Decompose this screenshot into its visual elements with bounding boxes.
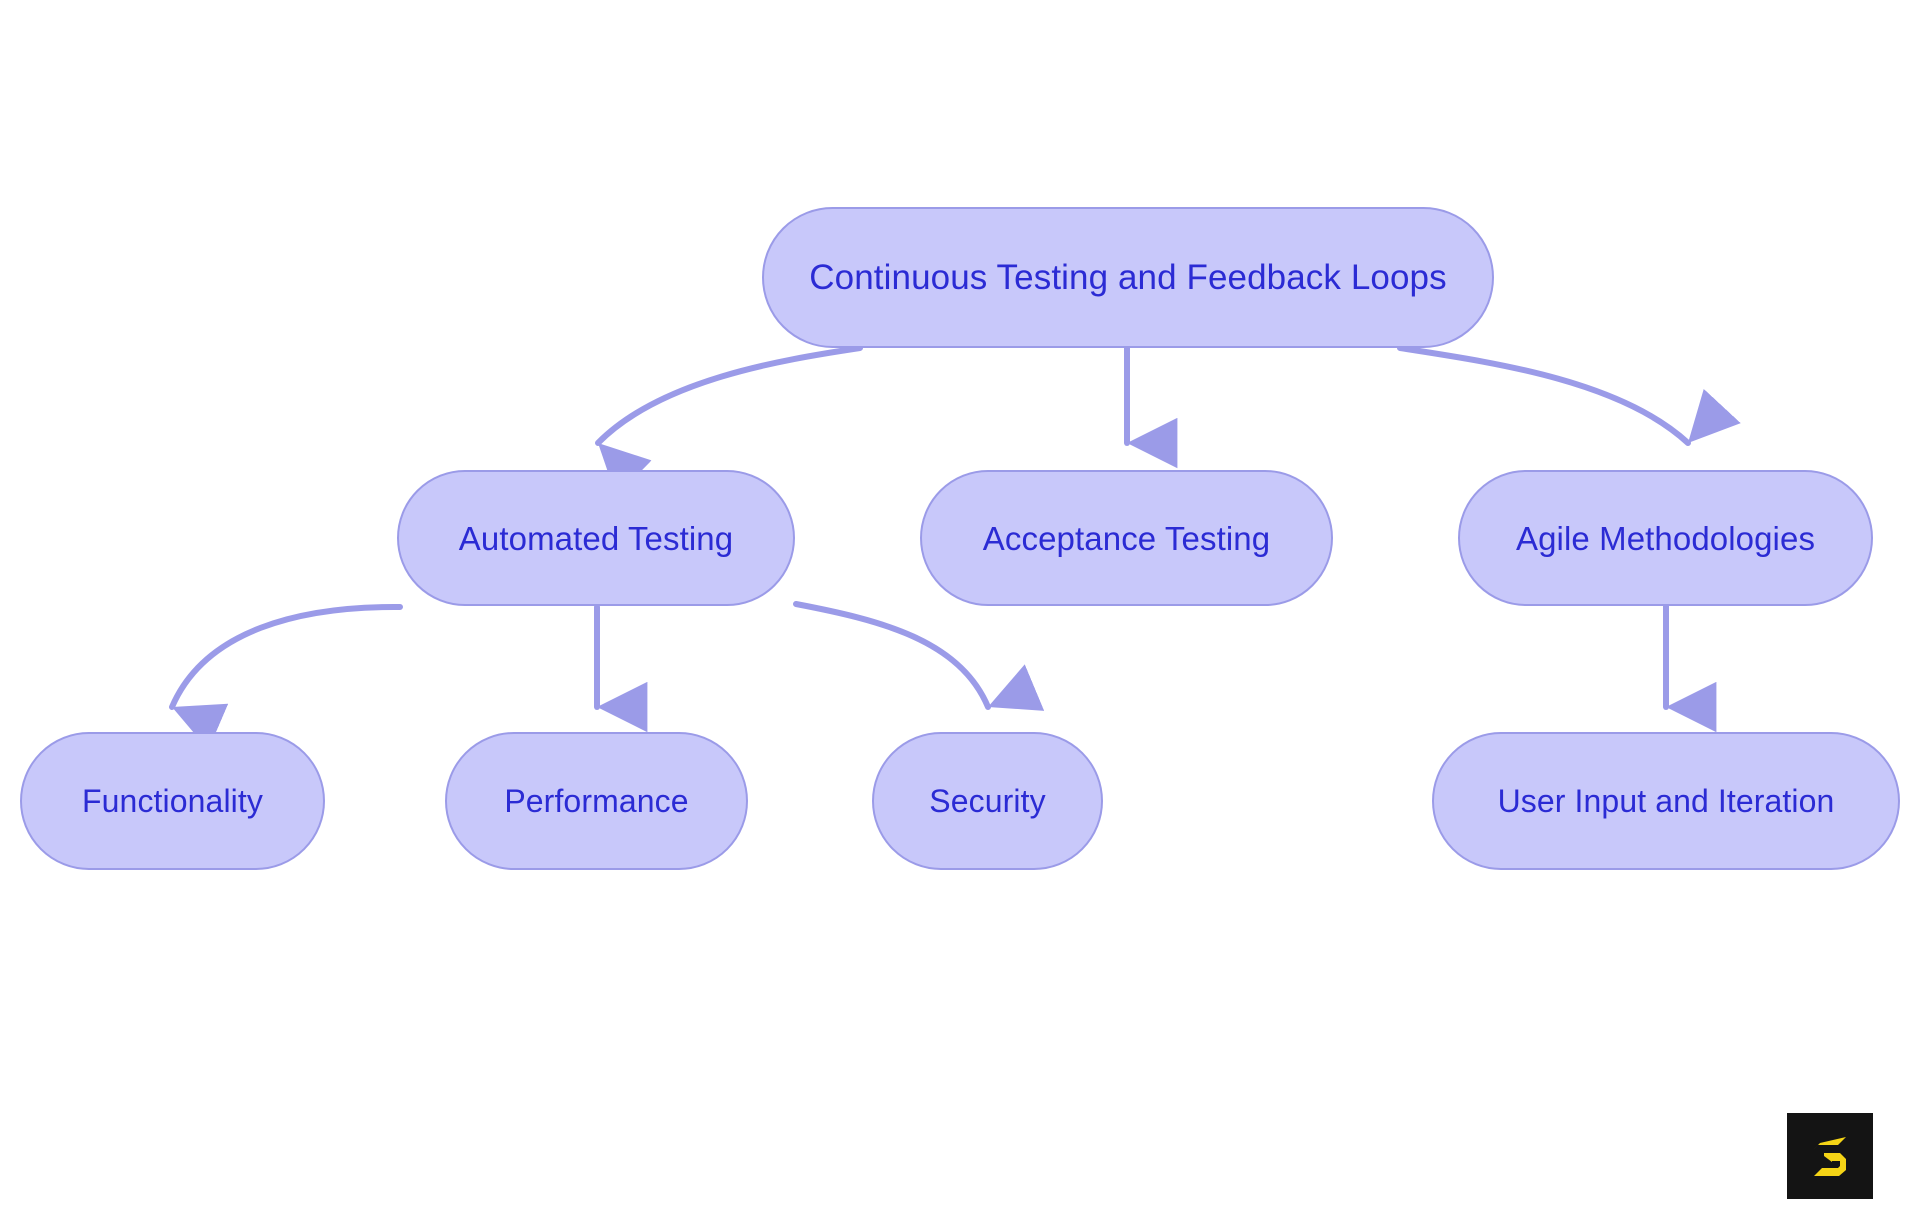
node-label: User Input and Iteration [1497, 783, 1835, 819]
node-performance[interactable]: Performance [445, 732, 748, 870]
node-label: Performance [504, 783, 689, 819]
letter-s-logo-icon [1814, 1137, 1846, 1176]
node-label: Automated Testing [458, 519, 734, 557]
node-acceptance-testing[interactable]: Acceptance Testing [920, 470, 1333, 606]
node-agile-methodologies[interactable]: Agile Methodologies [1458, 470, 1873, 606]
edge-automated-testing-to-security [793, 601, 1045, 711]
node-label: Agile Methodologies [1515, 519, 1816, 557]
edge-root-to-agile-methodologies [1397, 345, 1741, 446]
node-functionality[interactable]: Functionality [20, 732, 325, 870]
node-label: Acceptance Testing [982, 519, 1271, 557]
node-security[interactable]: Security [872, 732, 1103, 870]
node-label: Continuous Testing and Feedback Loops [809, 258, 1447, 297]
node-automated-testing[interactable]: Automated Testing [397, 470, 795, 606]
node-label: Functionality [82, 783, 263, 819]
node-user-input-and-iteration[interactable]: User Input and Iteration [1432, 732, 1900, 870]
edge-root-to-automated-testing [595, 345, 863, 497]
node-continuous-testing-and-feedback-loops[interactable]: Continuous Testing and Feedback Loops [762, 207, 1494, 348]
logo-watermark [1787, 1113, 1873, 1199]
edge-automated-testing-to-functionality [169, 603, 403, 751]
node-label: Security [929, 783, 1046, 819]
